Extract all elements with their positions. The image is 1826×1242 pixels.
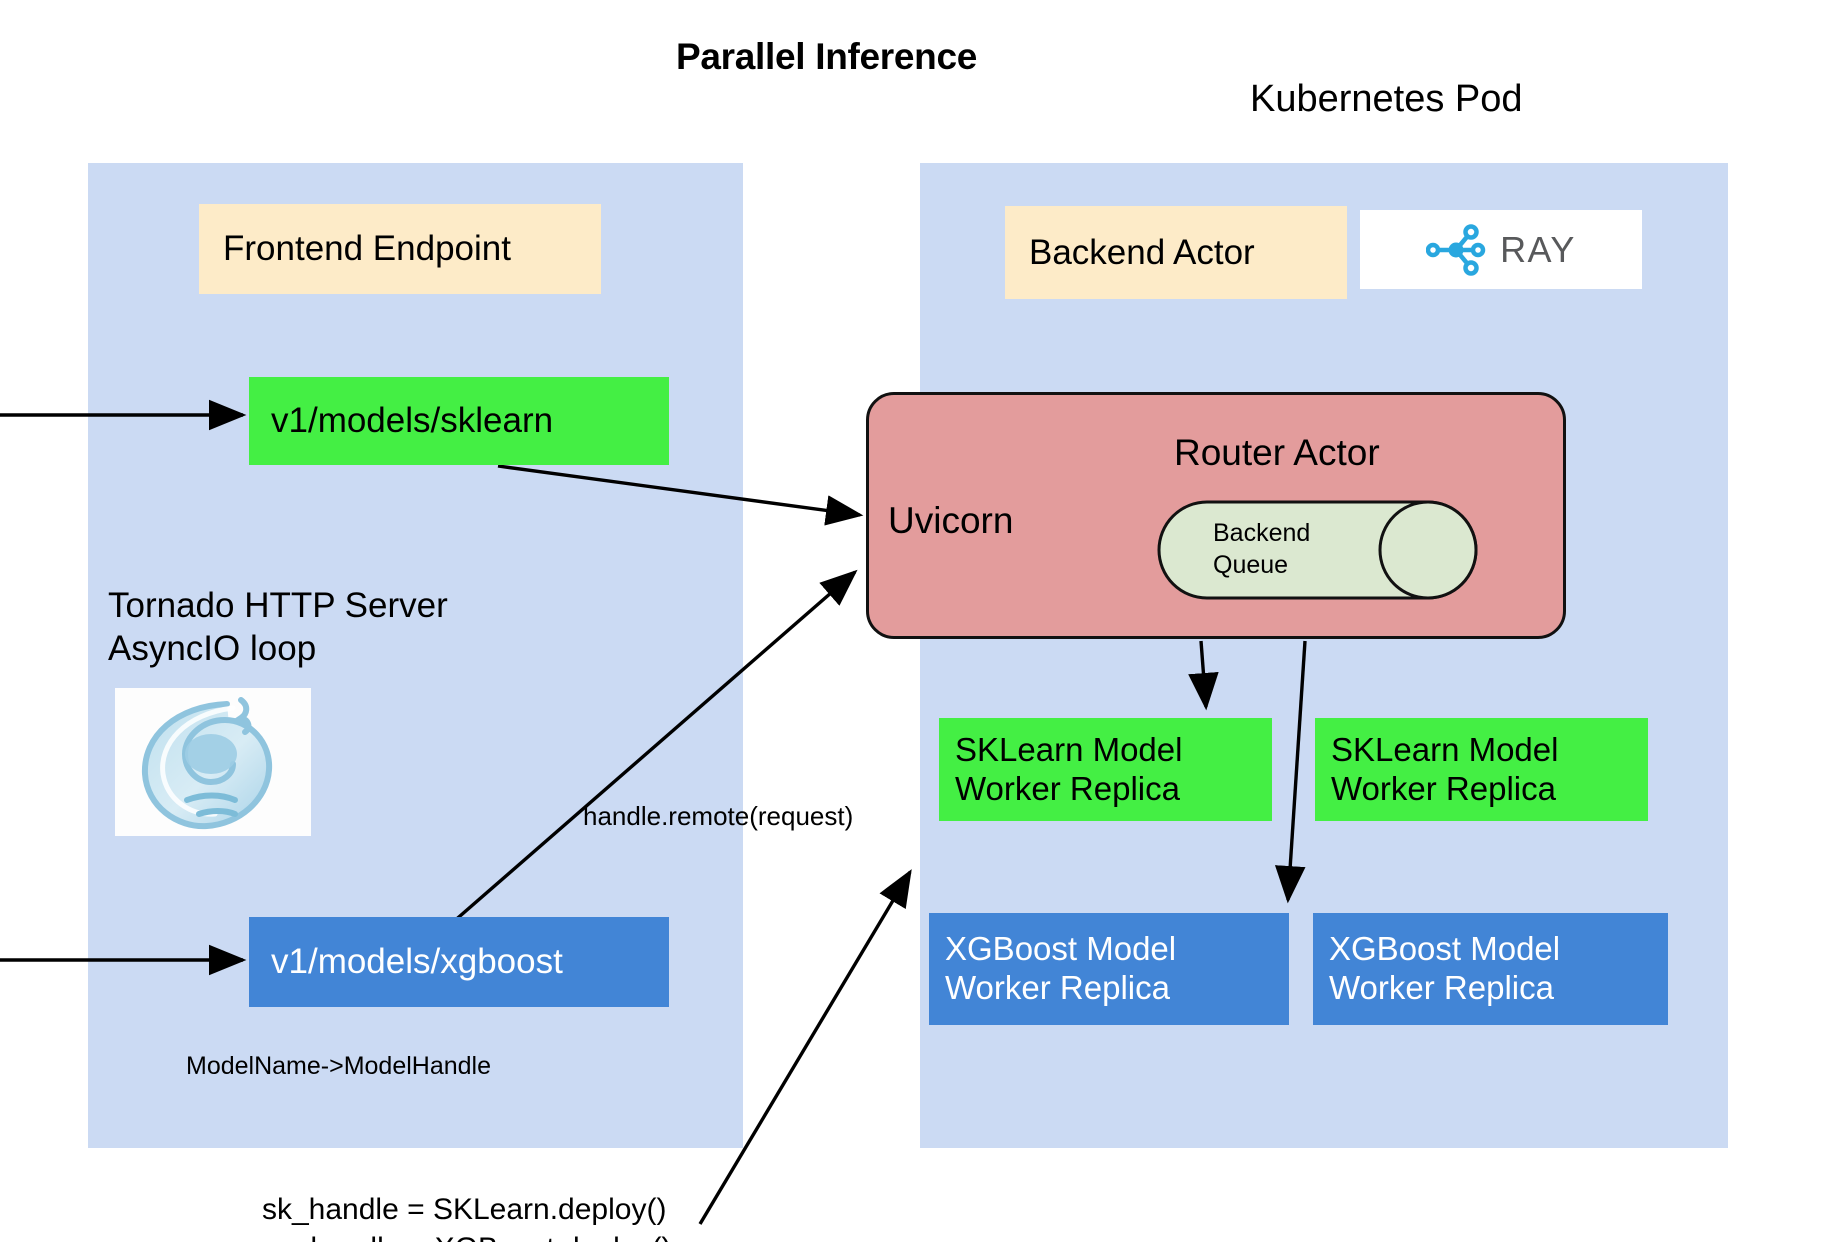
- handle-remote-annotation: handle.remote(request): [583, 801, 854, 831]
- worker-line2: Worker Replica: [945, 969, 1170, 1006]
- ray-nodes-icon: [1426, 223, 1486, 276]
- tornado-swirl-icon: [141, 697, 273, 830]
- endpoint-xgboost-box[interactable]: v1/models/xgboost: [249, 917, 669, 1007]
- worker-line1: XGBoost Model: [1329, 930, 1561, 968]
- ray-logo: RAY: [1360, 210, 1642, 289]
- page-title: Parallel Inference: [676, 36, 978, 77]
- worker-line2: Worker Replica: [1331, 769, 1556, 807]
- worker-line1: XGBoost Model: [945, 930, 1177, 968]
- deploy-code-line1: sk_handle = SKLearn.deploy(): [262, 1193, 667, 1226]
- endpoint-sklearn-box[interactable]: v1/models/sklearn: [249, 377, 669, 465]
- deploy-code-annotation: sk_handle = SKLearn.deploy() xg_handle =…: [262, 1190, 671, 1242]
- xgboost-worker-replica-1[interactable]: XGBoost Model Worker Replica: [929, 913, 1289, 1025]
- backend-queue-label: Backend Queue: [1213, 517, 1310, 581]
- worker-line2: Worker Replica: [1329, 969, 1554, 1006]
- xgboost-worker-replica-2[interactable]: XGBoost Model Worker Replica: [1313, 913, 1668, 1025]
- backend-queue-line1: Backend: [1213, 519, 1311, 547]
- tornado-server-label: Tornado HTTP Server AsyncIO loop: [108, 585, 448, 670]
- router-actor-title: Router Actor: [1174, 432, 1380, 473]
- sklearn-worker-replica-1[interactable]: SKLearn Model Worker Replica: [939, 718, 1272, 821]
- worker-line1: SKLearn Model: [955, 730, 1183, 768]
- deploy-code-line2: xg_handle = XGBoost.deploy(): [262, 1229, 671, 1242]
- backend-queue-line2: Queue: [1213, 551, 1289, 579]
- backend-actor-box[interactable]: Backend Actor: [1005, 206, 1347, 299]
- worker-line1: SKLearn Model: [1331, 730, 1559, 768]
- worker-line2: Worker Replica: [955, 769, 1180, 807]
- modelname-to-modelhandle-note: ModelName->ModelHandle: [186, 1052, 492, 1080]
- uvicorn-label: Uvicorn: [888, 500, 1014, 541]
- backend-queue-cylinder[interactable]: Backend Queue: [1157, 500, 1478, 600]
- tornado-server-line2: AsyncIO loop: [108, 628, 317, 668]
- tornado-logo-icon: [115, 688, 311, 836]
- kubernetes-pod-label: Kubernetes Pod: [1250, 78, 1523, 120]
- ray-wordmark: RAY: [1500, 228, 1576, 270]
- queue-cylinder-icon: [1157, 500, 1478, 600]
- sklearn-worker-replica-2[interactable]: SKLearn Model Worker Replica: [1315, 718, 1648, 821]
- tornado-server-line1: Tornado HTTP Server: [108, 586, 448, 625]
- frontend-endpoint-box[interactable]: Frontend Endpoint: [199, 204, 601, 294]
